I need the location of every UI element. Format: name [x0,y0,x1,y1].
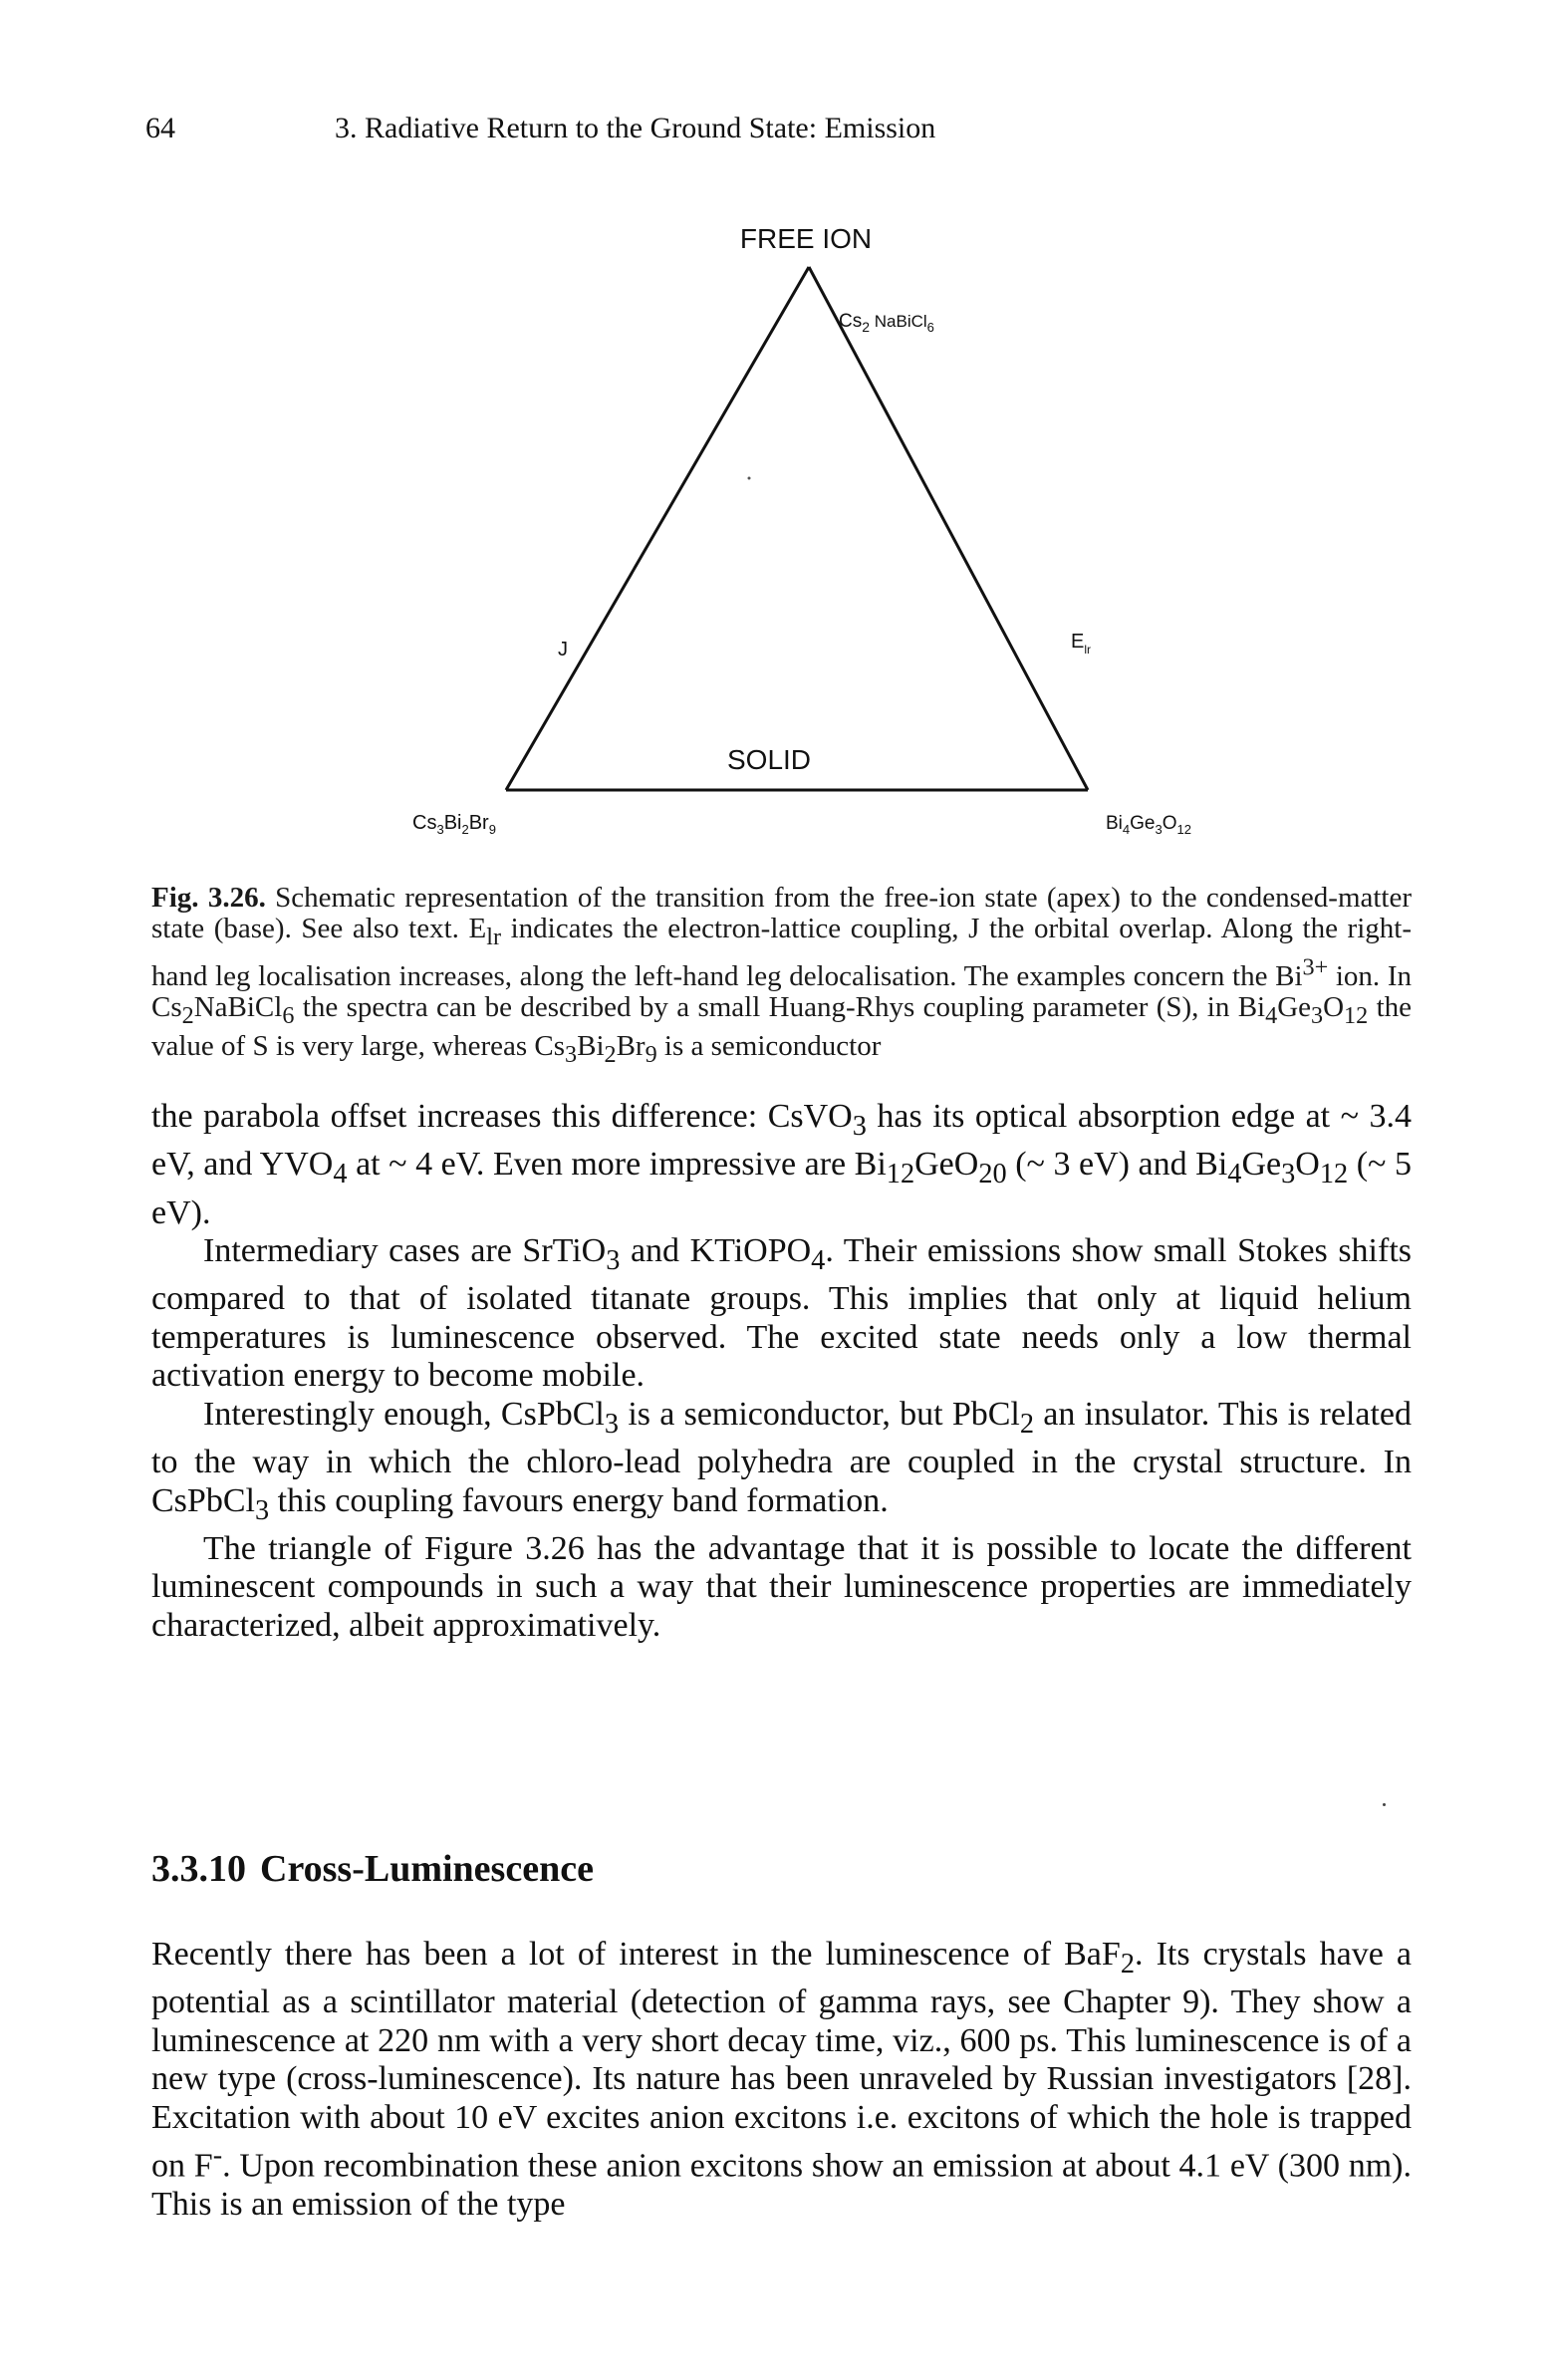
caption-label: Fig. 3.26. [151,882,266,914]
rc-4: 3 [1156,822,1163,837]
lc-4: 2 [461,822,468,837]
left-leg-label: J [558,639,568,661]
lc-1: Cs [412,812,436,834]
lc-5: Br [469,812,489,834]
figure-triangle: FREE ION Cs2 NaBiCl6 J Elr SOLID Cs3Bi2B… [412,223,1191,837]
lc-2: 3 [436,822,443,837]
right-leg-label: Elr [1071,631,1091,657]
right-leg-label-sub: lr [1084,643,1091,657]
running-title: 3. Radiative Return to the Ground State:… [335,112,936,144]
apex-compound-sub2: 6 [927,320,934,335]
section-paragraph: Recently there has been a lot of interes… [151,1936,1412,2224]
left-leg [504,266,811,791]
paragraph-2: Intermediary cases are SrTiO3 and KTiOPO… [151,1232,1412,1395]
section-title: Cross-Luminescence [260,1848,594,1890]
speck [747,476,751,480]
lc-6: 9 [489,822,496,837]
base-label: SOLID [727,744,811,775]
rc-5: O [1163,813,1177,834]
rc-1: Bi [1106,813,1123,834]
apex-compound-rest: NaBiCl [870,312,927,331]
right-compound: Bi4Ge3O12 [1106,813,1191,837]
speck-2 [1383,1803,1386,1806]
left-compound: Cs3Bi2Br9 [412,812,496,837]
apex-label: FREE ION [740,223,872,254]
apex-compound: Cs2 NaBiCl6 [839,311,934,335]
paragraph-4: The triangle of Figure 3.26 has the adva… [151,1529,1412,1644]
paragraph-3: Interestingly enough, CsPbCl3 is a semic… [151,1395,1412,1526]
running-header: 64 3. Radiative Return to the Ground Stat… [145,112,935,145]
right-leg-label-e: E [1071,631,1084,653]
rc-2: 4 [1123,822,1130,837]
figure-caption: Fig. 3.26. Schematic representation of t… [151,882,1413,1070]
section-body: Recently there has been a lot of interes… [151,1936,1412,2225]
section-heading: 3.3.10 Cross-Luminescence [151,1847,594,1891]
right-leg [807,266,1090,791]
apex-compound-sub: 2 [862,319,870,335]
body-text: the parabola offset increases this diffe… [151,1098,1412,1645]
rc-6: 12 [1177,822,1191,837]
section-number: 3.3.10 [151,1848,246,1890]
page-number: 64 [145,112,175,144]
rc-3: Ge [1130,813,1155,834]
apex-compound-cs: Cs [839,311,862,332]
lc-3: Bi [444,812,462,834]
paragraph-1: the parabola offset increases this diffe… [151,1098,1412,1231]
caption-text: Schematic representation of the transiti… [151,882,1413,1069]
